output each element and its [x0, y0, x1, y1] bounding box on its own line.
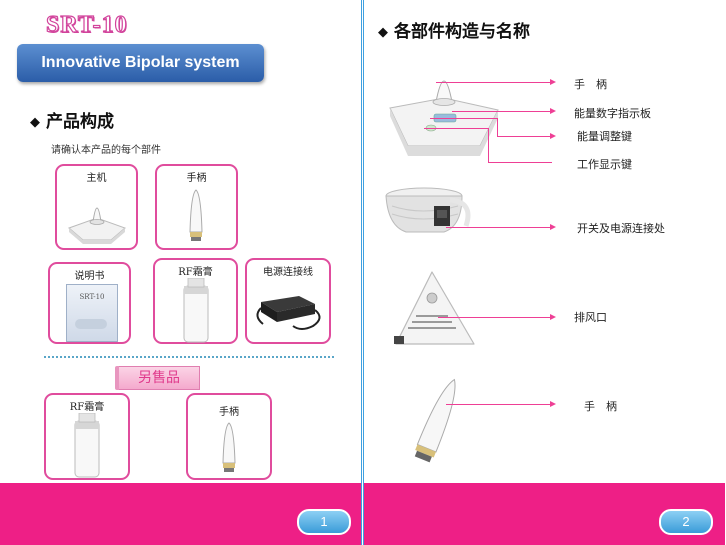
heading-text: 产品构成	[46, 112, 114, 132]
component-label: 主机	[86, 173, 107, 184]
handle-image	[189, 189, 203, 241]
callout-line	[488, 162, 552, 163]
section-heading-composition: ◆ 产品构成	[30, 107, 114, 132]
optional-handle-image	[222, 422, 236, 472]
callout-energy-adjust: 能量调整键	[577, 130, 632, 143]
callout-energy-display: 能量数字指示板	[574, 107, 651, 120]
manual-cover-image: SRT-10	[66, 284, 118, 342]
callout-line	[452, 111, 550, 112]
power-cable-image	[256, 296, 321, 330]
component-label: 电源连接线	[263, 267, 313, 278]
optional-box-handle: 手柄	[186, 393, 272, 480]
component-box-rf-cream: RF霜膏	[153, 258, 238, 344]
callout-exhaust-vent: 排风口	[574, 311, 607, 324]
arrow-head-icon	[550, 224, 556, 230]
page-number-badge: 2	[659, 509, 713, 535]
page-number-badge: 1	[297, 509, 351, 535]
section-heading-parts: ◆ 各部件构造与名称	[378, 17, 530, 42]
check-parts-note: 请确认本产品的每个部件	[51, 145, 161, 156]
callout-line	[497, 118, 498, 136]
callout-line	[438, 317, 550, 318]
side-view-diagram	[385, 187, 471, 233]
callout-handle-top: 手 柄	[574, 78, 607, 91]
component-label: 说明书	[74, 271, 105, 282]
manual-cover-title: SRT-10	[79, 293, 105, 301]
callout-line	[424, 128, 488, 129]
component-label: 手柄	[186, 173, 207, 184]
arrow-head-icon	[550, 314, 556, 320]
callout-handle-bottom: 手 柄	[584, 400, 617, 413]
component-box-power-cable: 电源连接线	[245, 258, 331, 344]
component-label: RF霜膏	[178, 267, 213, 278]
component-box-main-unit: 主机	[55, 164, 138, 250]
rf-cream-image	[183, 278, 209, 343]
handle-diagram	[414, 378, 456, 463]
diamond-bullet-icon: ◆	[30, 115, 40, 130]
arrow-head-icon	[550, 108, 556, 114]
optional-label: RF霜膏	[69, 402, 105, 413]
arrow-head-icon	[550, 79, 556, 85]
heading-text: 各部件构造与名称	[394, 22, 530, 42]
callout-line	[436, 82, 550, 83]
component-box-handle: 手柄	[155, 164, 238, 250]
vent-view-diagram	[394, 271, 475, 345]
optional-box-rf-cream: RF霜膏	[44, 393, 130, 480]
brand-logo-text: SRT-10	[45, 11, 128, 38]
arrow-head-icon	[550, 133, 556, 139]
main-unit-diagram	[389, 80, 499, 156]
sold-separately-tag: 另售品	[115, 366, 200, 390]
optional-rf-cream-image	[74, 413, 100, 478]
section-divider	[44, 356, 334, 358]
callout-line	[488, 128, 489, 162]
arrow-head-icon	[550, 401, 556, 407]
callout-line	[430, 118, 498, 119]
callout-power-switch: 开关及电源连接处	[577, 222, 665, 235]
diamond-bullet-icon: ◆	[378, 25, 388, 40]
callout-line	[446, 404, 550, 405]
component-box-manual: 说明书 SRT-10	[48, 262, 131, 344]
callout-line	[497, 136, 550, 137]
main-unit-image	[68, 207, 126, 244]
left-page: SRT-10 Innovative Bipolar system ◆ 产品构成 请…	[0, 0, 362, 545]
callout-work-display: 工作显示键	[577, 158, 632, 171]
product-banner: Innovative Bipolar system	[17, 44, 264, 82]
callout-line	[446, 227, 550, 228]
right-page: ◆ 各部件构造与名称 手 柄 能量数字指示板 能量调整键 工作显示键 开关及电源连…	[363, 0, 725, 545]
optional-label: 手柄	[219, 407, 239, 418]
